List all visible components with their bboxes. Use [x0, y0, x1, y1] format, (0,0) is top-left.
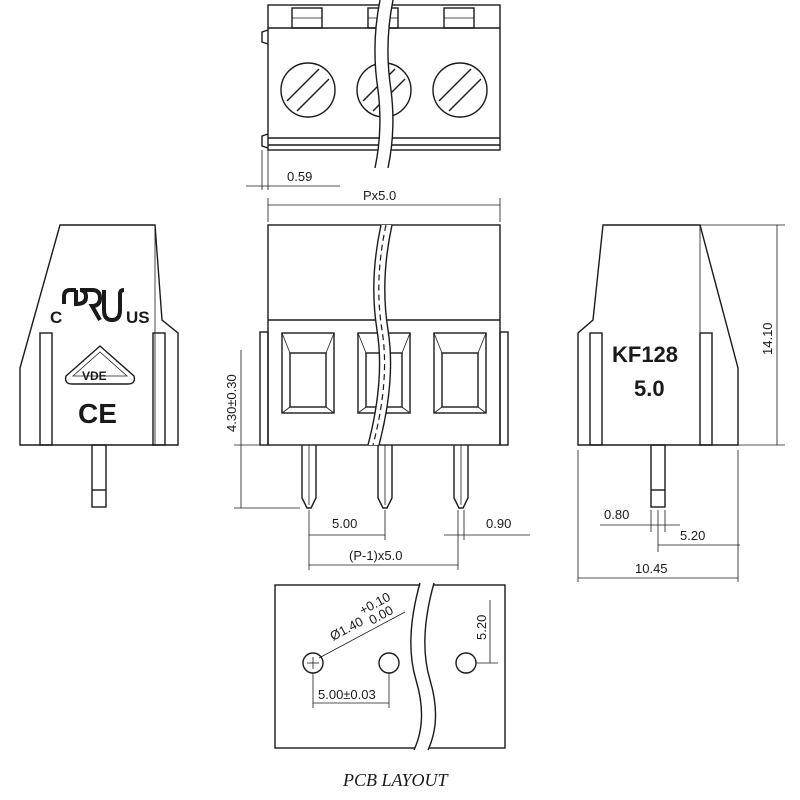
dim-overall-depth: 10.45 — [635, 561, 668, 576]
pcb-layout — [274, 582, 506, 751]
ur-recognized-icon — [62, 288, 125, 323]
cert-c-label: C — [50, 308, 62, 327]
dim-line-pitch — [308, 510, 530, 570]
dim-hole-diameter: Ø1.40 — [327, 614, 365, 644]
dim-line-overall-height — [700, 224, 785, 446]
ce-mark: CE — [78, 398, 117, 429]
dim-pin-offset: 5.20 — [680, 528, 705, 543]
dim-pitch-total: Px5.0 — [363, 188, 396, 203]
dim-pin-width: 0.90 — [486, 516, 511, 531]
dim-line-pin-details — [577, 450, 740, 582]
top-view — [246, 0, 501, 190]
pcb-hole-icon — [302, 652, 324, 674]
left-side-view — [19, 224, 179, 508]
pcb-hole-icon — [455, 652, 477, 674]
dim-span: (P-1)x5.0 — [349, 548, 402, 563]
front-view — [259, 224, 509, 509]
pcb-layout-caption: PCB LAYOUT — [342, 770, 450, 790]
screw-icon — [280, 62, 336, 118]
cert-us-label: US — [126, 308, 150, 327]
model-label: KF128 — [612, 342, 678, 367]
dim-screw-offset: 0.59 — [287, 169, 312, 184]
dim-pin-height: 4.30±0.30 — [224, 374, 239, 432]
model-pitch-label: 5.0 — [634, 376, 665, 401]
dim-pitch: 5.00 — [332, 516, 357, 531]
dim-hole-pitch: 5.00±0.03 — [318, 687, 376, 702]
right-side-view — [577, 224, 739, 508]
vde-triangle-icon — [64, 345, 136, 385]
dim-pin-thickness: 0.80 — [604, 507, 629, 522]
dim-row-offset: 5.20 — [474, 615, 489, 640]
vde-label: VDE — [82, 369, 107, 383]
dim-line-pitch-total — [267, 198, 501, 222]
dim-line-pin-height — [234, 350, 300, 509]
dim-overall-height: 14.10 — [760, 322, 775, 355]
screw-icon — [432, 62, 488, 118]
dim-hole-diameter-group: Ø1.40 +0.10 0.00 — [327, 589, 395, 644]
pcb-hole-icon — [378, 652, 400, 674]
